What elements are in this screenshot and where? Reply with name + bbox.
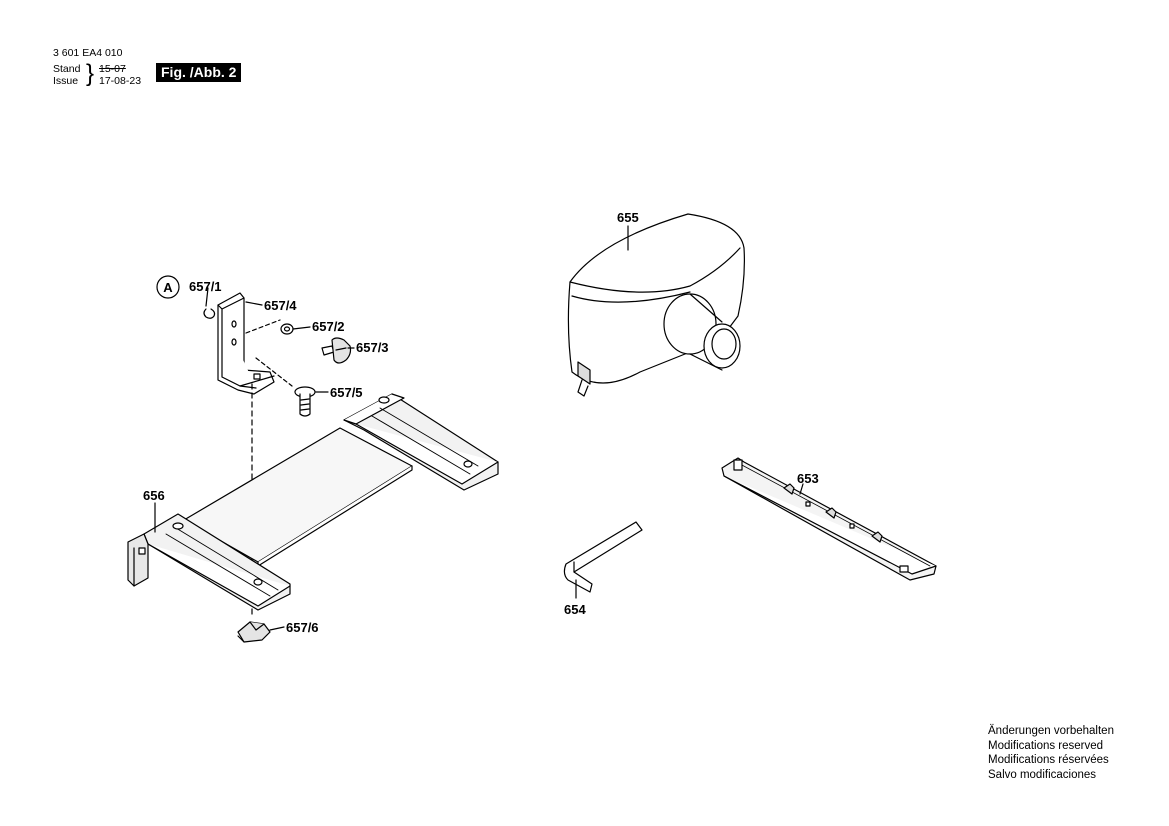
stand-label: Stand (53, 63, 81, 75)
stand-date-struck: 15-07 (99, 63, 126, 75)
figure-badge: Fig. /Abb. 2 (156, 63, 242, 82)
angle-bracket-657-4-part (217, 292, 275, 395)
note-french: Modifications réservées (988, 754, 1109, 766)
issue-date: 17-08-23 (99, 75, 142, 87)
label-657-4: 657/4 (264, 298, 297, 313)
wing-nut-657-6-part (237, 621, 271, 643)
note-spanish: Salvo modificaciones (988, 768, 1097, 781)
label-657-1: 657/1 (189, 279, 222, 294)
guide-bar-653-part (721, 457, 937, 581)
brace-glyph: } (86, 60, 95, 87)
dust-bag-655-part (567, 213, 745, 397)
callout-circle-a (156, 275, 180, 299)
label-653: 653 (797, 471, 819, 486)
note-german: Änderungen vorbehalten (988, 725, 1114, 737)
issue-label: Issue (53, 75, 79, 87)
parallel-guide-656-part (127, 393, 499, 611)
clip-657-1-part (203, 308, 216, 319)
label-657-2: 657/2 (312, 319, 345, 334)
label-654: 654 (564, 602, 586, 617)
carriage-bolt-657-5-part (294, 386, 316, 417)
washer-657-2-part (280, 323, 294, 335)
callout-marker-a: A (163, 280, 173, 295)
label-656: 656 (143, 488, 165, 503)
label-657-6: 657/6 (286, 620, 319, 635)
hex-key-654-part (563, 521, 643, 593)
wing-screw-657-3-part (321, 337, 352, 364)
document-number: 3 601 EA4 010 (53, 47, 123, 59)
label-655: 655 (617, 210, 639, 225)
label-657-3: 657/3 (356, 340, 389, 355)
note-english: Modifications reserved (988, 739, 1104, 752)
label-657-5: 657/5 (330, 385, 363, 400)
modification-notes: Änderungen vorbehalten Modifications res… (988, 724, 1114, 782)
